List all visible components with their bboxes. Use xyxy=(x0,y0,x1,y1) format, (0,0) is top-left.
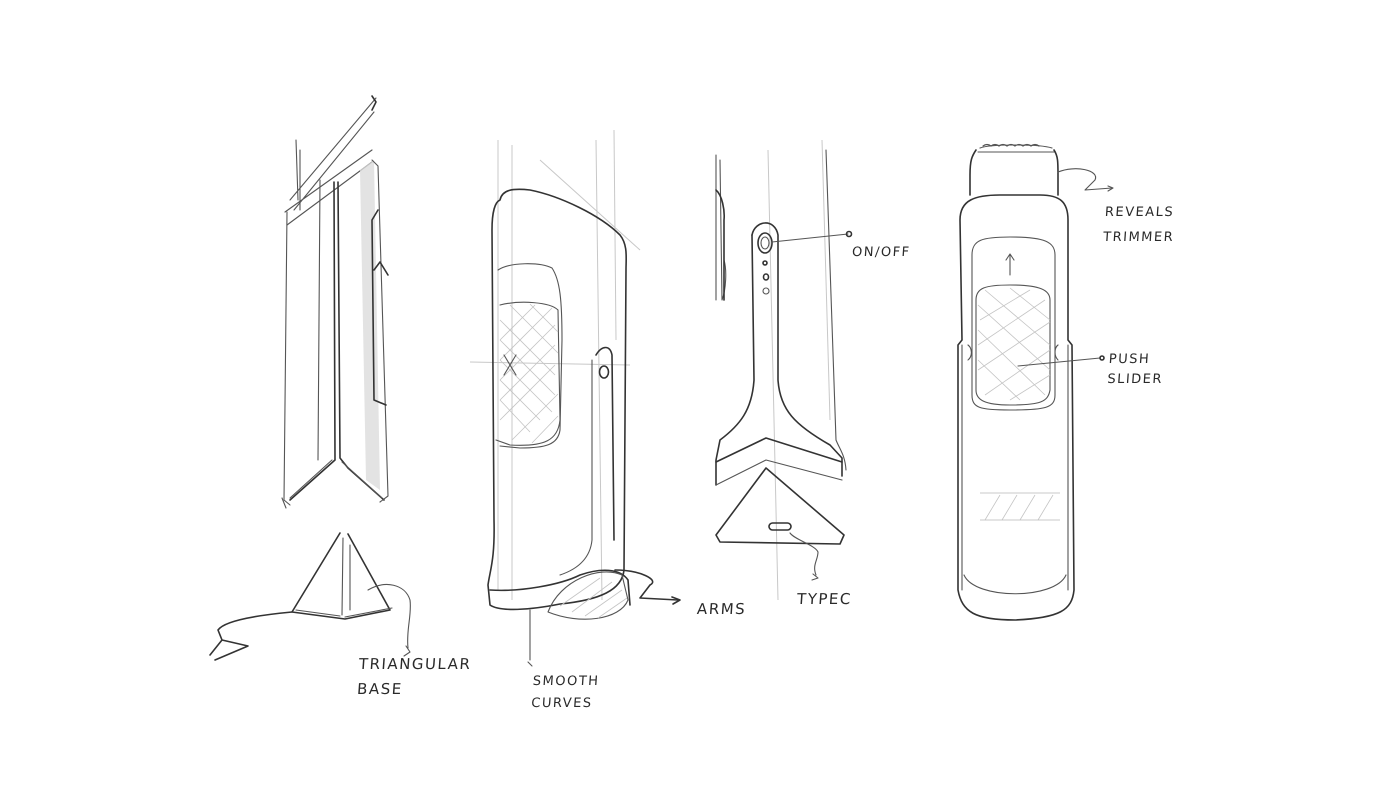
annotation-line: Push xyxy=(1108,352,1151,367)
annotation-push-slider: Push Slider xyxy=(1107,350,1165,390)
side-profile-sketch xyxy=(281,95,389,509)
annotation-triangular-base: Triangular Base xyxy=(356,652,472,702)
annotation-line: Slider xyxy=(1106,372,1164,387)
annotation-line: Triangular xyxy=(358,655,473,673)
annotation-line: Smooth xyxy=(532,674,600,689)
annotation-arms: Arms xyxy=(696,597,747,622)
three-quarter-sketch xyxy=(469,129,681,667)
annotation-line: Curves xyxy=(530,696,594,711)
triangular-base-sketch xyxy=(209,532,411,661)
annotation-line: On/Off xyxy=(851,245,912,260)
back-view-sketch xyxy=(715,139,853,601)
annotation-on-off: On/Off xyxy=(851,240,911,265)
annotation-type-c: TypeC xyxy=(796,587,853,612)
annotation-line: Reveals xyxy=(1104,205,1175,220)
front-view-sketch xyxy=(957,143,1114,621)
annotation-reveals-trimmer: Reveals Trimmer xyxy=(1102,200,1176,250)
annotation-line: Base xyxy=(356,680,404,698)
annotation-line: Arms xyxy=(696,600,747,618)
annotation-line: TypeC xyxy=(796,590,853,608)
annotation-line: Trimmer xyxy=(1102,230,1175,245)
annotation-smooth-curves: Smooth Curves xyxy=(530,671,600,715)
